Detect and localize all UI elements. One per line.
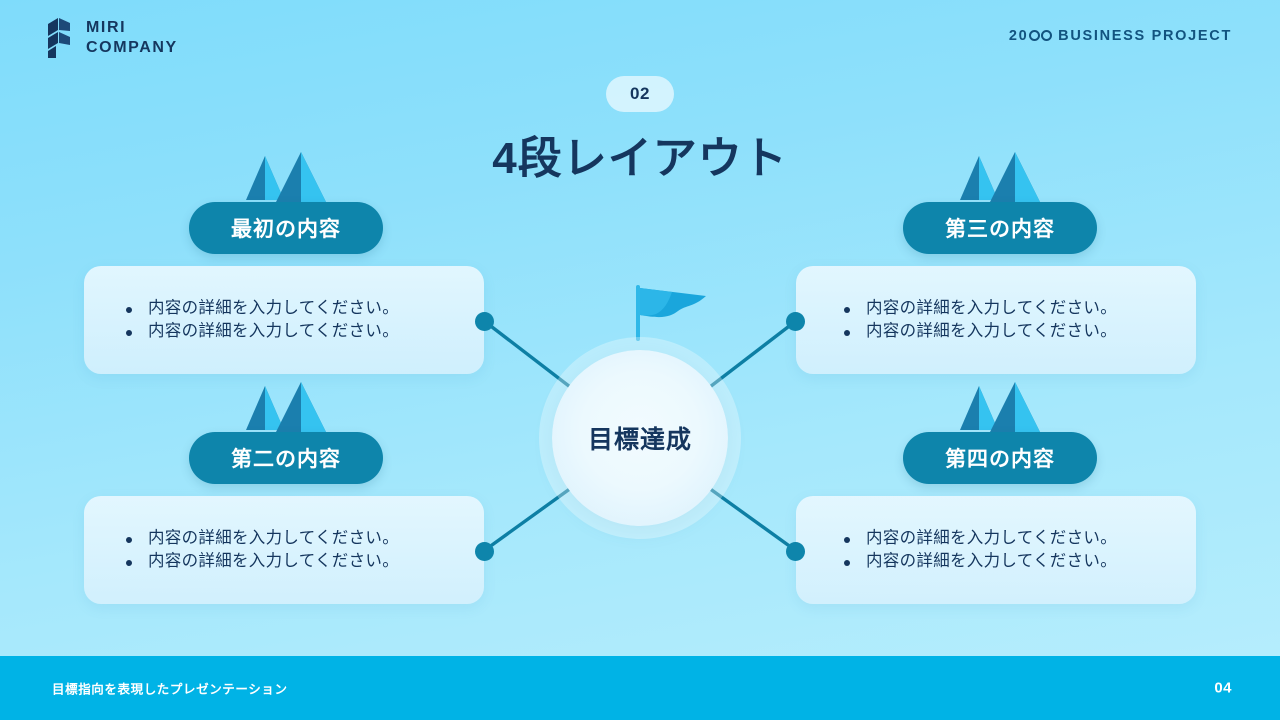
list-item: 内容の詳細を入力してください。 — [844, 529, 1176, 547]
list-item: 内容の詳細を入力してください。 — [126, 299, 464, 317]
footer-page-number: 04 — [1214, 679, 1232, 697]
project-tag-suffix: BUSINESS PROJECT — [1058, 28, 1232, 44]
node-pill-2[interactable]: 第二の内容 — [189, 432, 383, 484]
mountain-icon — [246, 152, 327, 204]
section-number-badge: 02 — [606, 76, 674, 112]
node-pill-1[interactable]: 最初の内容 — [189, 202, 383, 254]
list-item: 内容の詳細を入力してください。 — [126, 322, 464, 340]
mountain-icon — [246, 382, 327, 434]
diagram-area: 最初の内容 内容の詳細を入力してください。 内容の詳細を入力してください。 第二… — [84, 152, 1196, 604]
node-bullet-list-3: 内容の詳細を入力してください。 内容の詳細を入力してください。 — [844, 294, 1176, 347]
logo-line-1: MIRI — [86, 19, 127, 36]
connector-lines — [490, 325, 790, 547]
node-bullet-list-4: 内容の詳細を入力してください。 内容の詳細を入力してください。 — [844, 524, 1176, 577]
list-item: 内容の詳細を入力してください。 — [126, 552, 464, 570]
project-tag-prefix: 20 — [1008, 28, 1029, 44]
footer-caption: 目標指向を表現したプレゼンテーション — [52, 682, 288, 697]
placeholder-circle-icon — [1040, 29, 1052, 41]
company-logo: MIRI COMPANY — [48, 18, 178, 59]
list-item: 内容の詳細を入力してください。 — [844, 299, 1176, 317]
node-pill-4[interactable]: 第四の内容 — [903, 432, 1097, 484]
logo-text-block: MIRI COMPANY — [86, 18, 178, 59]
node-card-2: 内容の詳細を入力してください。 内容の詳細を入力してください。 — [84, 496, 484, 604]
slide-footer: 目標指向を表現したプレゼンテーション 04 — [0, 656, 1280, 720]
connector-dot-2 — [475, 542, 494, 561]
node-pill-3[interactable]: 第三の内容 — [903, 202, 1097, 254]
list-item: 内容の詳細を入力してください。 — [126, 529, 464, 547]
mountain-icon — [960, 382, 1041, 434]
page-title: 4段レイアウト — [492, 134, 788, 183]
connector-dot-1 — [475, 312, 494, 331]
mountain-icon — [960, 152, 1041, 204]
node-bullet-list-1: 内容の詳細を入力してください。 内容の詳細を入力してください。 — [126, 294, 464, 347]
miri-logo-mark-icon — [48, 18, 70, 59]
placeholder-circle-icon — [1028, 29, 1040, 41]
node-card-1: 内容の詳細を入力してください。 内容の詳細を入力してください。 — [84, 266, 484, 374]
goal-flag-icon — [636, 285, 706, 341]
connector-dot-3 — [786, 312, 805, 331]
center-goal-label: 目標達成 — [587, 426, 692, 454]
node-card-4: 内容の詳細を入力してください。 内容の詳細を入力してください。 — [796, 496, 1196, 604]
node-card-3: 内容の詳細を入力してください。 内容の詳細を入力してください。 — [796, 266, 1196, 374]
node-bullet-list-2: 内容の詳細を入力してください。 内容の詳細を入力してください。 — [126, 524, 464, 577]
list-item: 内容の詳細を入力してください。 — [844, 322, 1176, 340]
logo-line-2: COMPANY — [86, 39, 178, 57]
connector-dot-4 — [786, 542, 805, 561]
slide-header: MIRI COMPANY 20 BUSINESS PROJECT — [0, 0, 1280, 78]
center-goal-node[interactable]: 目標達成 — [552, 350, 728, 526]
project-tag: 20 BUSINESS PROJECT — [1009, 28, 1232, 44]
list-item: 内容の詳細を入力してください。 — [844, 552, 1176, 570]
